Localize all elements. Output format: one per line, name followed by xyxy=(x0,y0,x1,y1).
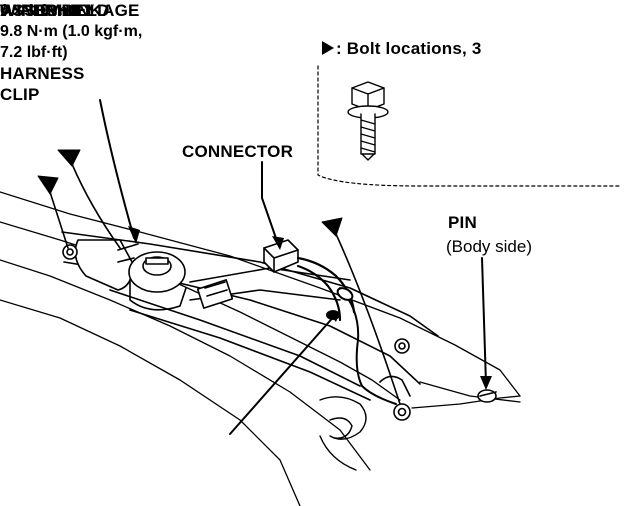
torque-imperial: 7.2 lbf·ft) xyxy=(0,44,68,61)
pin-label: PIN xyxy=(448,213,477,232)
title-leader xyxy=(99,99,135,239)
title-line-2: WIPER LINKAGE xyxy=(0,1,140,20)
wiper-motor xyxy=(74,239,234,311)
connector-shape xyxy=(263,239,356,322)
bolt-location-marker-icon xyxy=(322,41,334,55)
lower-linkage xyxy=(319,396,367,471)
connector-leader xyxy=(261,161,279,245)
bolt-legend-text: : Bolt locations, 3 xyxy=(336,39,482,58)
pin-leader xyxy=(481,257,487,385)
harness-clip-label: HARNESS CLIP xyxy=(0,63,640,105)
harness-leader xyxy=(229,313,337,435)
harness-clip-line-1: HARNESS xyxy=(0,64,85,83)
bolt-torque-spec: 6 x 1.0 mm 9.8 N·m (1.0 kgf·m, 7.2 lbf·f… xyxy=(0,0,640,63)
bolt-size: 6 x 1.0 mm xyxy=(0,2,82,19)
spec-callout-frame xyxy=(317,65,621,187)
bolt-location-marker-icon xyxy=(57,149,121,249)
leader-arrowheads xyxy=(128,226,492,390)
connector-label: CONNECTOR xyxy=(182,142,294,161)
pivot-bolts xyxy=(62,244,411,421)
title-line-3: ASSEMBLY xyxy=(0,1,95,20)
torque-metric: 9.8 N·m (1.0 kgf·m, xyxy=(0,23,143,40)
harness-clip-line-2: CLIP xyxy=(0,85,40,104)
flange-bolt-icon xyxy=(347,81,389,161)
bolt-location-marker-icon xyxy=(321,217,401,405)
bolt-location-marker-icon xyxy=(37,175,69,249)
bolt-location-markers xyxy=(37,149,401,405)
bolt-legend: : Bolt locations, 3 xyxy=(322,38,481,59)
pin-note: (Body side) xyxy=(446,237,532,256)
cowl-panel xyxy=(0,191,521,506)
leader-lines xyxy=(99,99,487,435)
body-pin xyxy=(477,389,497,403)
title-line-1: WINDSHIELD xyxy=(0,1,110,20)
